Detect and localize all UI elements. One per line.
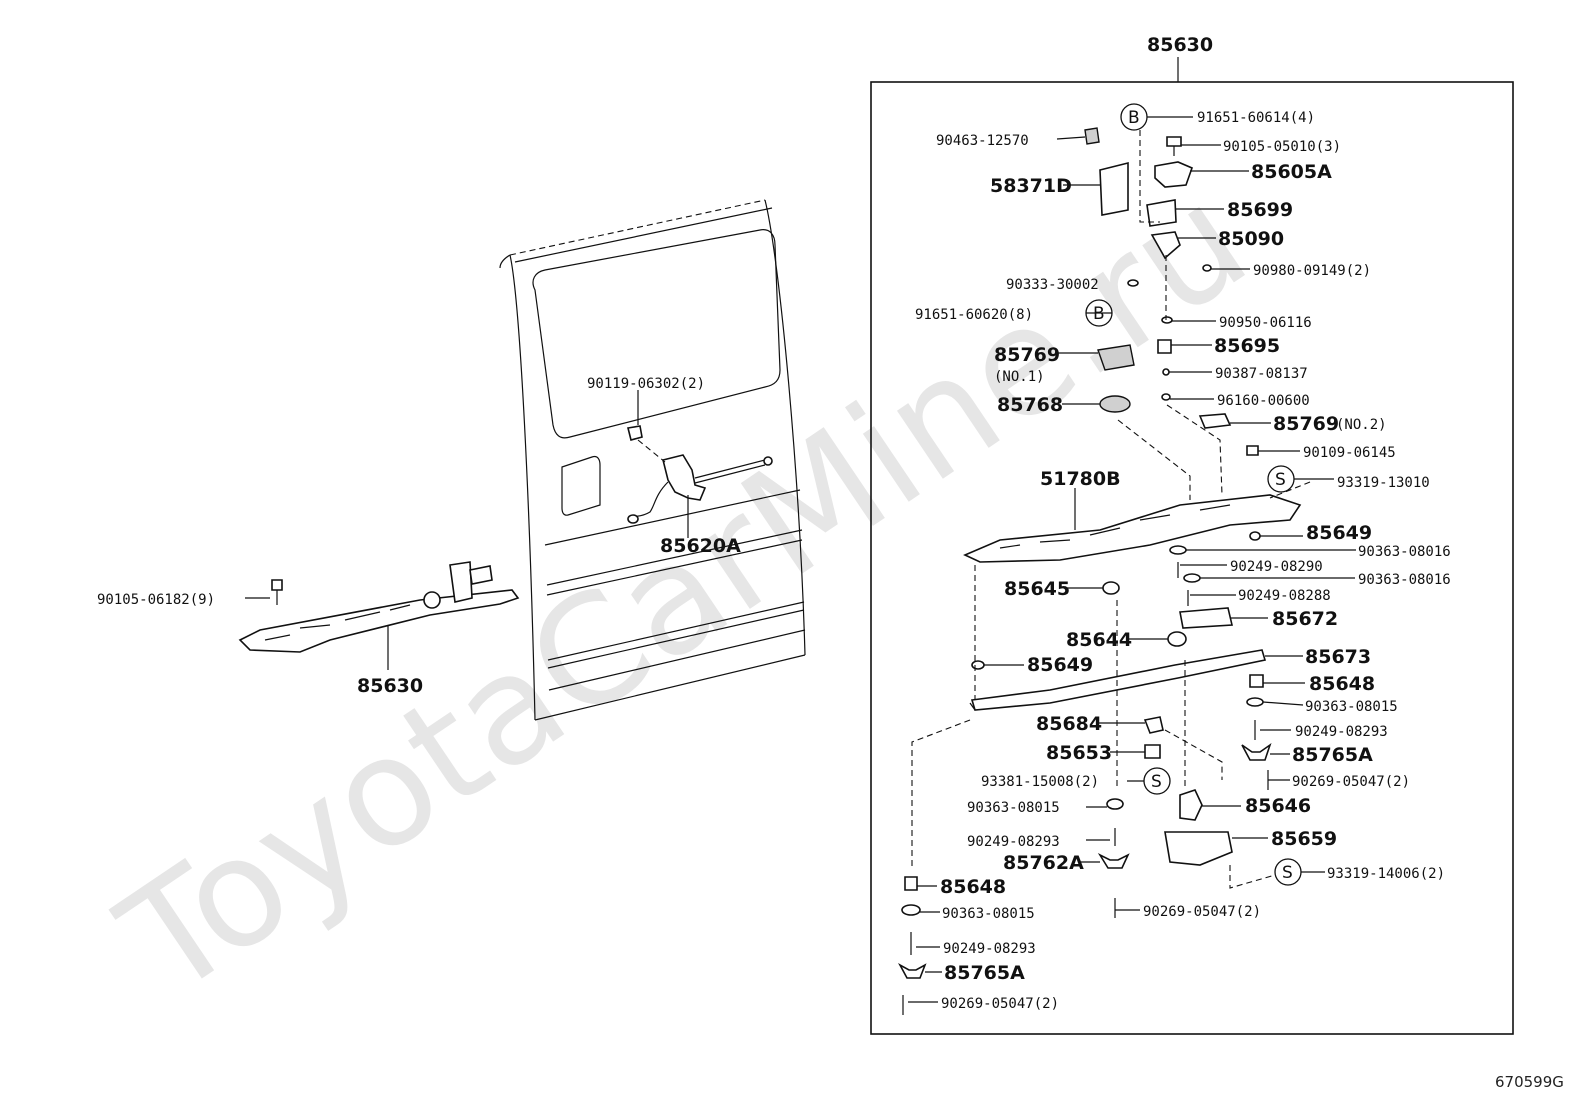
part-label: 90950-06116 <box>1219 315 1312 331</box>
part-label: 96160-00600 <box>1217 393 1310 409</box>
parts-box <box>870 81 1514 1035</box>
part-label: 90363-08015 <box>967 800 1060 816</box>
part-label: 85649 <box>1027 654 1093 676</box>
svg-text:S: S <box>1275 470 1286 490</box>
part-label: 90249-08293 <box>1295 724 1388 740</box>
part-label: 93381-15008(2) <box>981 774 1099 790</box>
sliding-door-panel <box>499 199 806 721</box>
label-90119-06302: 90119-06302(2) <box>587 376 705 392</box>
part-label: 85649 <box>1306 522 1372 544</box>
part-label: 90249-08288 <box>1238 588 1331 604</box>
part-label: 85765A <box>1292 744 1373 766</box>
part-label: 90249-08293 <box>967 834 1060 850</box>
part-label: 90980-09149(2) <box>1253 263 1371 279</box>
part-label: 90363-08015 <box>942 906 1035 922</box>
part-label: 90269-05047(2) <box>1143 904 1261 920</box>
lower-rail-assembly-left <box>238 561 520 670</box>
part-label: 85762A <box>1003 852 1084 874</box>
part-label: 85653 <box>1046 742 1112 764</box>
part-label: 51780B <box>1040 468 1121 490</box>
figure-reference: 670599G <box>1495 1073 1564 1091</box>
svg-text:S: S <box>1282 863 1293 883</box>
part-label: 90105-05010(3) <box>1223 139 1341 155</box>
part-label: 85648 <box>1309 673 1375 695</box>
part-label: 85695 <box>1214 335 1280 357</box>
part-label: 85765A <box>944 962 1025 984</box>
callout-S-3: S <box>1274 858 1302 886</box>
leader-lines <box>908 116 1356 1003</box>
box-title-85630: 85630 <box>1147 34 1213 56</box>
label-85620A: 85620A <box>660 535 741 557</box>
label-90105-06182: 90105-06182(9) <box>97 592 215 608</box>
part-label: 90463-12570 <box>936 133 1029 149</box>
part-label: 91651-60614(4) <box>1197 110 1315 126</box>
part-glyphs <box>898 127 1302 1015</box>
part-label: 85768 <box>997 394 1063 416</box>
part-label: 90269-05047(2) <box>1292 774 1410 790</box>
watermark: ToyotaCarMine.ru <box>92 153 1276 1031</box>
part-label: 90387-08137 <box>1215 366 1308 382</box>
svg-text:B: B <box>1093 304 1105 324</box>
part-label: 90109-06145 <box>1303 445 1396 461</box>
part-label: 90249-08290 <box>1230 559 1323 575</box>
part-label: 85644 <box>1066 629 1132 651</box>
svg-text:S: S <box>1151 772 1162 792</box>
part-label: 91651-60620(8) <box>915 307 1033 323</box>
part-label: (NO.1) <box>994 369 1045 385</box>
part-label: 85645 <box>1004 578 1070 600</box>
part-label: 93319-13010 <box>1337 475 1430 491</box>
part-label: 90363-08016 <box>1358 544 1451 560</box>
part-label: (NO.2) <box>1336 417 1387 433</box>
part-label: 85648 <box>940 876 1006 898</box>
part-label: 85646 <box>1245 795 1311 817</box>
part-label: 85699 <box>1227 199 1293 221</box>
part-label: 90363-08016 <box>1358 572 1451 588</box>
door-lock-motor <box>627 390 773 538</box>
svg-text:B: B <box>1128 108 1140 128</box>
part-label: 90333-30002 <box>1006 277 1099 293</box>
part-label: 85769 <box>994 344 1060 366</box>
part-labels: 91651-60614(4) 90463-12570 90105-05010(3… <box>915 110 1451 1012</box>
part-label: 90249-08293 <box>943 941 1036 957</box>
part-label: 85769 <box>1273 413 1339 435</box>
part-label: 58371D <box>990 175 1072 197</box>
callout-S-2: S <box>1143 767 1171 795</box>
callout-B-1: B <box>1120 103 1148 131</box>
part-label: 85684 <box>1036 713 1102 735</box>
part-label: 85659 <box>1271 828 1337 850</box>
part-label: 90363-08015 <box>1305 699 1398 715</box>
part-label: 85605A <box>1251 161 1332 183</box>
part-label: 90269-05047(2) <box>941 996 1059 1012</box>
label-85630-left: 85630 <box>357 675 423 697</box>
part-label: 85673 <box>1305 646 1371 668</box>
callout-S-1: S <box>1267 465 1295 493</box>
part-label: 85672 <box>1272 608 1338 630</box>
assembly-lines <box>911 130 1311 889</box>
part-label: 85090 <box>1218 228 1284 250</box>
part-label: 93319-14006(2) <box>1327 866 1445 882</box>
